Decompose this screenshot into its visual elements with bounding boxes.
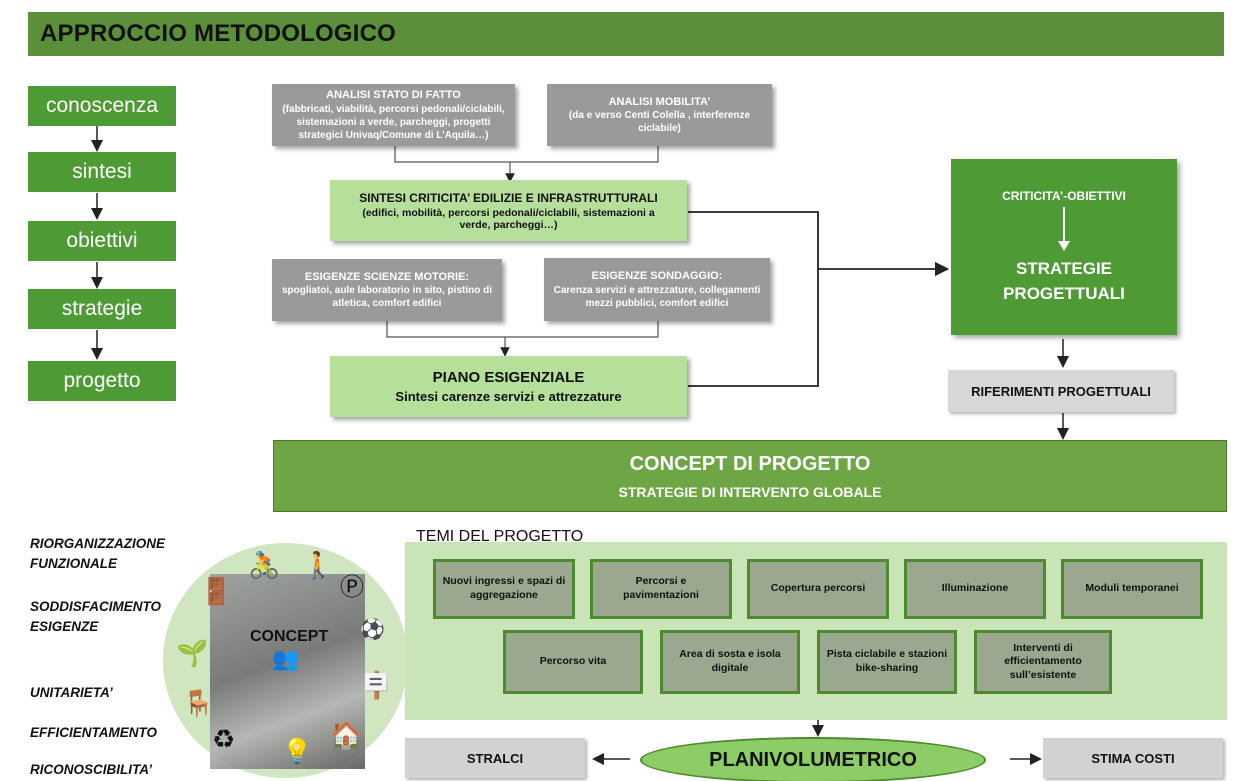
gate-person-icon: 🚪 [200, 576, 233, 606]
page-title: APPROCCIO METODOLOGICO [40, 20, 396, 47]
sintesi-criticita-body: (edifici, mobilità, percorsi pedonali/ci… [362, 206, 655, 231]
concept-subtitle: STRATEGIE DI INTERVENTO GLOBALE [618, 484, 882, 500]
tema-percorsi: Percorsi e pavimentazioni [590, 559, 732, 619]
signpost-icon: 🪧 [360, 670, 393, 700]
concept-box: CONCEPT DI PROGETTO STRATEGIE DI INTERVE… [273, 440, 1227, 512]
goal-riorganizzazione: RIORGANIZZAZIONE FUNZIONALE [30, 536, 165, 571]
goal-efficientamento: EFFICIENTAMENTO [30, 725, 157, 740]
piano-esigenziale-box: PIANO ESIGENZIALE Sintesi carenze serviz… [330, 356, 687, 417]
temi-title: TEMI DEL PROGETTO [416, 528, 584, 545]
esigenze-motorie-head: ESIGENZE SCIENZE MOTORIE: [304, 270, 470, 283]
analisi-stato-body: (fabbricati, viabilità, percorsi pedonal… [282, 103, 505, 141]
parking-icon: Ⓟ [340, 574, 364, 601]
piano-esigenziale-head: PIANO ESIGENZIALE [432, 369, 585, 386]
planivolumetrico-ellipse: PLANIVOLUMETRICO [640, 737, 986, 781]
stima-costi-box: STIMA COSTI [1043, 738, 1223, 778]
tema-moduli: Moduli temporanei [1061, 559, 1203, 619]
sintesi-criticita-head: SINTESI CRITICITA’ EDILIZIE E INFRASTRUT… [359, 190, 658, 205]
esigenze-motorie-box: ESIGENZE SCIENZE MOTORIE: spogliatoi, au… [272, 259, 502, 321]
analisi-stato-box: ANALISI STATO DI FATTO (fabbricati, viab… [272, 84, 515, 146]
title-bar [28, 12, 1224, 56]
lightbulb-icon: 💡 [282, 738, 312, 765]
concept-label: CONCEPT [250, 628, 329, 645]
goal-unitarieta: UNITARIETA’ [30, 685, 113, 700]
aerial-photo [210, 574, 365, 769]
tema-illuminazione: Illuminazione [904, 559, 1046, 619]
strategie-progettuali-box: CRITICITA’-OBIETTIVI STRATEGIE PROGETTUA… [951, 159, 1177, 335]
esigenze-sondaggio-box: ESIGENZE SONDAGGIO: Carenza servizi e at… [544, 258, 770, 321]
goal-soddisfacimento: SODDISFACIMENTO ESIGENZE [30, 599, 162, 634]
tema-percorso-vita: Percorso vita [503, 630, 643, 694]
strategie-progettuali-label: STRATEGIE PROGETTUALI [1003, 259, 1125, 303]
phase-sintesi: sintesi [28, 152, 176, 192]
down-arrow-icon [1058, 207, 1070, 251]
bench-icon: 🪑 [182, 688, 215, 718]
sintesi-criticita-box: SINTESI CRITICITA’ EDILIZIE E INFRASTRUT… [330, 180, 687, 241]
tema-area-sosta: Area di sosta e isola digitale [660, 630, 800, 694]
phase-progetto: progetto [28, 361, 176, 401]
concept-title: CONCEPT DI PROGETTO [629, 453, 871, 475]
tema-pista-ciclabile: Pista ciclabile e stazioni bike-sharing [817, 630, 957, 694]
eco-leaf-icon: ♻ [212, 724, 236, 754]
phase-conoscenza: conoscenza [28, 86, 176, 126]
eco-house-icon: 🏠 [330, 720, 363, 750]
sports-icon: ⚽ [360, 619, 385, 641]
plant-icon: 🌱 [176, 638, 209, 668]
criticita-obiettivi-label: CRITICITA’-OBIETTIVI [1002, 189, 1126, 203]
stralci-box: STRALCI [405, 738, 585, 778]
riferimenti-progettuali-box: RIFERIMENTI PROGETTUALI [948, 370, 1174, 412]
analisi-mobilita-head: ANALISI MOBILITA’ [608, 95, 711, 108]
piano-esigenziale-body: Sintesi carenze servizi e attrezzature [395, 389, 622, 404]
person-icon: 🚶 [302, 550, 335, 580]
tema-efficientamento: Interventi di efficientamento sull’esist… [974, 630, 1112, 694]
esigenze-sondaggio-body: Carenza servizi e attrezzature, collegam… [553, 284, 761, 309]
phase-strategie: strategie [28, 289, 176, 329]
analisi-mobilita-body: (da e verso Centi Colella , interferenze… [568, 110, 751, 135]
tema-nuovi-ingressi: Nuovi ingressi e spazi di aggregazione [433, 559, 575, 619]
goal-riconoscibilita: RICONOSCIBILITA’ [30, 762, 153, 777]
analisi-mobilita-box: ANALISI MOBILITA’ (da e verso Centi Cole… [547, 84, 772, 146]
phase-obiettivi: obiettivi [28, 221, 176, 261]
growth-group-icon: 👥 [272, 646, 300, 671]
analisi-stato-head: ANALISI STATO DI FATTO [326, 89, 461, 102]
cyclist-icon: 🚴 [248, 550, 281, 580]
esigenze-sondaggio-head: ESIGENZE SONDAGGIO: [591, 270, 723, 283]
tema-copertura: Copertura percorsi [747, 559, 889, 619]
esigenze-motorie-body: spogliatoi, aule laboratorio in sito, pi… [281, 285, 492, 310]
